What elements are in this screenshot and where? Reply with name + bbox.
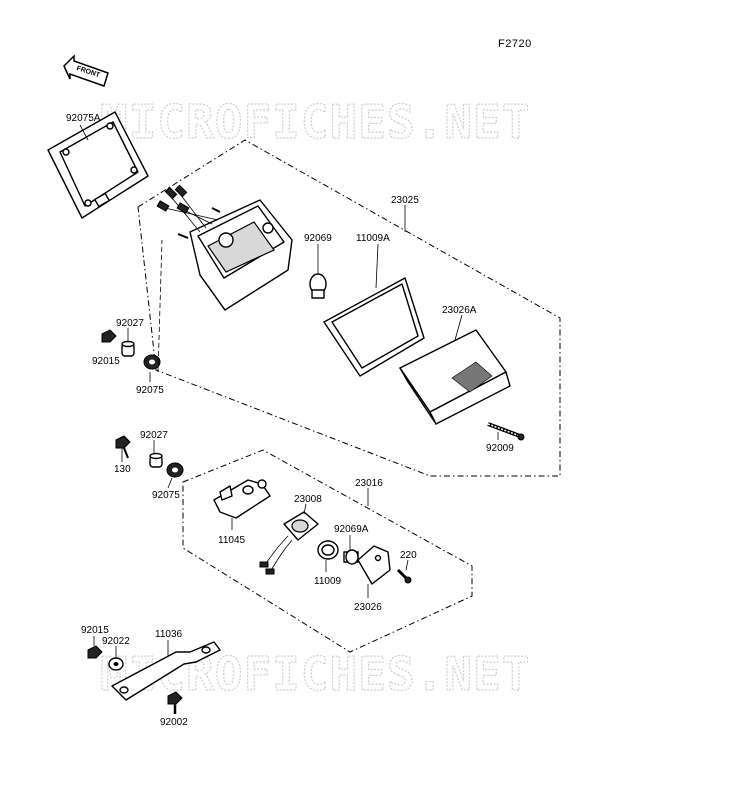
label-11036: 11036 bbox=[155, 629, 183, 640]
label-92075A: 92075A bbox=[66, 113, 101, 124]
socket-23008 bbox=[259, 511, 319, 575]
lens-gasket-11009A bbox=[323, 277, 425, 377]
assembly-frame-23016 bbox=[182, 449, 473, 653]
bolt-92002 bbox=[167, 691, 183, 714]
bolt-130 bbox=[115, 435, 131, 459]
bulb-92069 bbox=[309, 273, 327, 299]
collar-92027-top bbox=[121, 340, 135, 357]
watermark-top: MICROFICHES.NET bbox=[100, 95, 530, 149]
label-23008: 23008 bbox=[294, 494, 322, 505]
lens-grid bbox=[451, 361, 493, 393]
gasket-92075A bbox=[47, 111, 149, 219]
label-11045: 11045 bbox=[218, 535, 246, 546]
collar-92027-mid bbox=[149, 452, 163, 468]
label-92069: 92069 bbox=[304, 233, 332, 244]
screw-220 bbox=[396, 568, 412, 584]
label-92027-mid: 92027 bbox=[140, 430, 168, 441]
front-arrow-icon: FRONT bbox=[63, 54, 109, 87]
label-23016: 23016 bbox=[355, 478, 383, 489]
label-92015-top: 92015 bbox=[92, 356, 120, 367]
lens-23026A bbox=[399, 329, 511, 425]
figure-code: F2720 bbox=[498, 38, 532, 50]
bracket-11045 bbox=[213, 479, 271, 519]
lens-23026 bbox=[357, 545, 391, 585]
gasket-11009 bbox=[317, 540, 339, 560]
label-92015-bottom: 92015 bbox=[81, 625, 109, 636]
label-92009: 92009 bbox=[486, 443, 514, 454]
label-92022: 92022 bbox=[102, 636, 130, 647]
bracket-11036 bbox=[111, 641, 221, 701]
label-220: 220 bbox=[400, 550, 417, 561]
label-23026: 23026 bbox=[354, 602, 382, 613]
label-92075-top: 92075 bbox=[136, 385, 164, 396]
label-11009: 11009 bbox=[314, 576, 342, 587]
grommet-92075-top bbox=[143, 354, 161, 370]
label-23025: 23025 bbox=[391, 195, 419, 206]
taillamp-housing bbox=[156, 184, 293, 311]
washer-92022 bbox=[108, 657, 124, 671]
screw-92009 bbox=[487, 422, 525, 441]
label-92027-top: 92027 bbox=[116, 318, 144, 329]
assembly-frame-23025 bbox=[137, 139, 561, 477]
label-11009A: 11009A bbox=[356, 233, 390, 244]
nut-92015-bottom bbox=[87, 645, 103, 659]
label-92002: 92002 bbox=[160, 717, 188, 728]
bulb-92069A bbox=[343, 549, 359, 565]
label-130: 130 bbox=[114, 464, 131, 475]
label-92069A: 92069A bbox=[334, 524, 369, 535]
grommet-92075-mid bbox=[166, 462, 184, 478]
label-92075-mid: 92075 bbox=[152, 490, 180, 501]
label-23026A: 23026A bbox=[442, 305, 477, 316]
nut-92015-top bbox=[101, 329, 117, 343]
